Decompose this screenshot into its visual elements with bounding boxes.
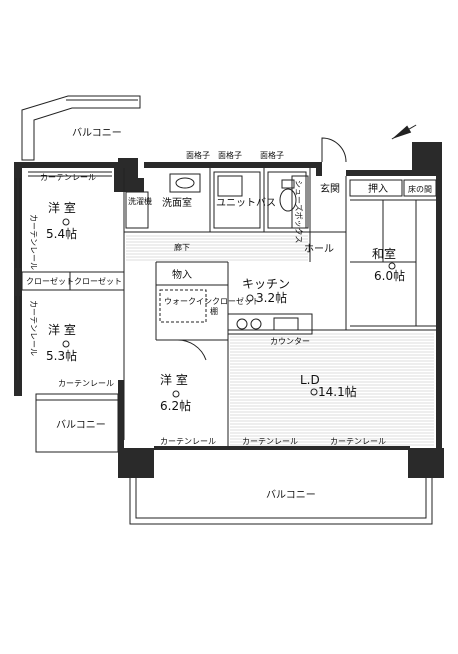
exterior-walls: [14, 142, 444, 478]
closet-label-2: クローゼット: [74, 276, 122, 286]
room-size: 6.0帖: [374, 268, 405, 283]
unit-bath-label: ユニットバス: [216, 197, 276, 209]
washroom: 洗濯機 洗面室: [125, 173, 201, 229]
room-name: 洋 室: [48, 322, 76, 337]
room-ld: L.D 14.1帖 カーテンレール カーテンレール: [242, 373, 386, 446]
unit-bath: ユニットバス 面格子 面格子 面格子: [186, 150, 284, 229]
room-name: L.D: [300, 373, 320, 387]
north-arrow-icon: [391, 124, 417, 140]
washroom-label: 洗面室: [162, 196, 192, 209]
balcony-left-label: バルコニー: [56, 419, 106, 431]
floor-hatching: [126, 235, 434, 446]
storage-label: 物入: [172, 268, 192, 281]
shelf-label: 棚: [210, 306, 218, 316]
pillar-se: [408, 448, 444, 478]
grille-label-1: 面格子: [186, 150, 210, 160]
oshiire-label: 押入: [368, 182, 388, 195]
hall-label: ホール: [304, 243, 334, 255]
curtain-rail-label-vertical: カーテンレール: [29, 300, 38, 356]
room-size: 5.4帖: [46, 226, 77, 241]
corridor-label: 廊下: [174, 242, 190, 252]
laundry-label: 洗濯機: [128, 196, 152, 206]
balcony-top: バルコニー: [21, 95, 141, 161]
closet-band: クローゼット クローゼット: [21, 271, 125, 291]
balcony-bottom-label: バルコニー: [266, 489, 316, 501]
grille-label-2: 面格子: [218, 150, 242, 160]
room-size: 3.2帖: [256, 290, 287, 305]
room-yoshitsu-left: 洋 室 5.3帖 カーテンレール カーテンレール: [29, 300, 114, 388]
room-size: 5.3帖: [46, 348, 77, 363]
curtain-rail-label: カーテンレール: [40, 173, 96, 182]
room-name: 洋 室: [160, 372, 188, 387]
balcony-left: バルコニー: [35, 393, 119, 453]
toilet: [267, 171, 307, 229]
room-yoshitsu-top: 洋 室 5.4帖 カーテンレール カーテンレール: [29, 173, 96, 270]
tokonoma-label: 床の間: [408, 184, 432, 194]
room-yoshitsu-mid: 洋 室 6.2帖 カーテンレール: [160, 339, 216, 446]
room-name: キッチン: [242, 277, 290, 291]
shoe-box-label: シューズボックス: [294, 180, 304, 243]
closet-label-1: クローゼット: [26, 276, 74, 286]
corridor: 廊下: [174, 242, 190, 252]
counter-label: カウンター: [270, 337, 310, 346]
kitchen: キッチン 3.2帖 カウンター: [227, 277, 313, 346]
room-size: 14.1帖: [318, 384, 357, 399]
pillar-ne: [412, 142, 442, 176]
storage: 物入 ウォークインクローゼット 棚: [159, 268, 260, 323]
room-size: 6.2帖: [160, 398, 191, 413]
pillar-nw: [118, 158, 138, 178]
curtain-rail-label-vertical: カーテンレール: [29, 214, 38, 270]
room-washitsu: 押入 床の間 和室 6.0帖: [349, 179, 437, 327]
balcony-top-label: バルコニー: [72, 127, 122, 139]
room-name: 和室: [372, 246, 396, 261]
walk-in-closet-label: ウォークインクローゼット: [164, 296, 260, 306]
hall: ホール シューズボックス 玄関: [291, 137, 347, 255]
curtain-rail-label: カーテンレール: [242, 437, 298, 446]
windows-west: [15, 171, 112, 380]
pillar-sw: [118, 448, 154, 478]
curtain-rail-label: カーテンレール: [330, 437, 386, 446]
entrance-label: 玄関: [320, 182, 340, 195]
interior-walls: [22, 168, 436, 446]
room-name: 洋 室: [48, 200, 76, 215]
balcony-bottom: バルコニー: [129, 478, 433, 525]
curtain-rail-label: カーテンレール: [58, 379, 114, 388]
grille-label-3: 面格子: [260, 150, 284, 160]
curtain-rail-label: カーテンレール: [160, 437, 216, 446]
